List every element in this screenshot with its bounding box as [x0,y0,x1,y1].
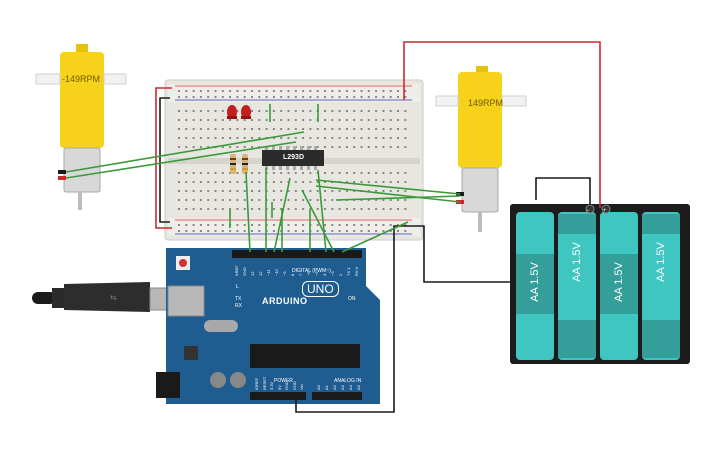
wire-green-motor-left-2 [65,141,297,179]
power-pin-label: GND [284,381,289,390]
digital-pin-label: RX 0 [354,267,359,276]
digital-pin-label: ~9 [282,271,287,276]
wire-green-motor-left-1 [65,131,305,173]
wire-red-rail-left [155,87,172,229]
analog-pin-label: A0 [316,385,321,390]
analog-pin-label: A3 [340,385,345,390]
wire-green-motor-right-3 [335,195,461,201]
wire-black-battery [535,177,591,205]
digital-pin-label: TX 1 [346,267,351,276]
wire-green-pin-6 [317,169,327,253]
wire-red-battery [403,41,601,208]
l-label: L [236,284,239,290]
digital-pin-label: 2 [338,273,343,276]
tx-label: TX [235,296,242,302]
power-label: POWER [274,378,293,384]
arduino-logo: ARDUINO [262,296,308,306]
digital-pin-label: 7 [298,273,303,276]
wire-green-pin-7 [301,189,335,253]
digital-pin-label: ~11 [266,269,271,277]
wire-green-pin-8 [341,221,409,253]
motor-right[interactable] [435,66,527,232]
digital-pin-label: 8 [290,273,295,276]
digital-label: DIGITAL (PWM~) [292,268,331,274]
on-label: ON [348,296,356,302]
wire-black-gnd [295,225,512,413]
resistor-left[interactable] [230,154,236,174]
motor-right-rpm: 149RPM [468,98,504,108]
chip-label: L293D [283,154,305,161]
arduino-model: UNO [302,281,339,297]
power-pin-label: IOREF [254,377,259,390]
digital-pin-label: ~6 [306,271,311,276]
analog-pin-label: A5 [356,385,361,390]
motor-left-rpm: -149RPM [62,74,101,84]
wire-green-motor-right-1 [315,179,461,195]
resistor-right[interactable] [242,154,248,174]
svg-text:⇆: ⇆ [110,293,117,302]
digital-pin-label: AREF [234,265,239,276]
wire-black-rail-left [159,97,170,223]
svg-text:−: − [586,208,590,214]
arduino-uno[interactable] [156,248,380,404]
digital-pin-label: 13 [250,271,255,276]
wire-green-motor-right-2 [315,185,461,203]
analog-pin-label: A2 [332,385,337,390]
l293d-chip[interactable] [262,146,324,170]
led-left[interactable] [227,105,237,119]
power-pin-label: GND [291,381,297,390]
analog-pin-label: A1 [324,385,329,390]
battery-cell-2-label: AA 1.5V [571,242,583,282]
motor-left[interactable] [35,44,127,210]
digital-pin-label: 12 [258,271,263,276]
wire-green-pin-1 [245,171,251,253]
svg-text:+: + [603,208,607,214]
digital-pin-label: ~3 [330,271,335,276]
led-right[interactable] [241,105,251,119]
power-pin-label: 5V [276,385,282,390]
usb-cable[interactable]: ⇆ [32,282,171,312]
power-pin-label: RESET [261,376,267,390]
digital-pin-label: ~5 [314,271,319,276]
battery-cell-3-label: AA 1.5V [613,262,625,302]
rx-label: RX [235,303,242,309]
battery-cell-1-label: AA 1.5V [529,262,541,302]
battery-pack[interactable]: − + [510,204,690,364]
analog-label: ANALOG IN [334,378,362,384]
digital-pin-label: GND [242,267,247,276]
digital-pin-label: ~10 [274,269,279,276]
power-pin-label: 3.3V [269,381,274,390]
analog-pin-label: A4 [348,385,353,390]
battery-cell-4-label: AA 1.5V [655,242,667,282]
digital-pin-label: 4 [322,273,327,276]
power-pin-label: Vin [299,384,304,390]
